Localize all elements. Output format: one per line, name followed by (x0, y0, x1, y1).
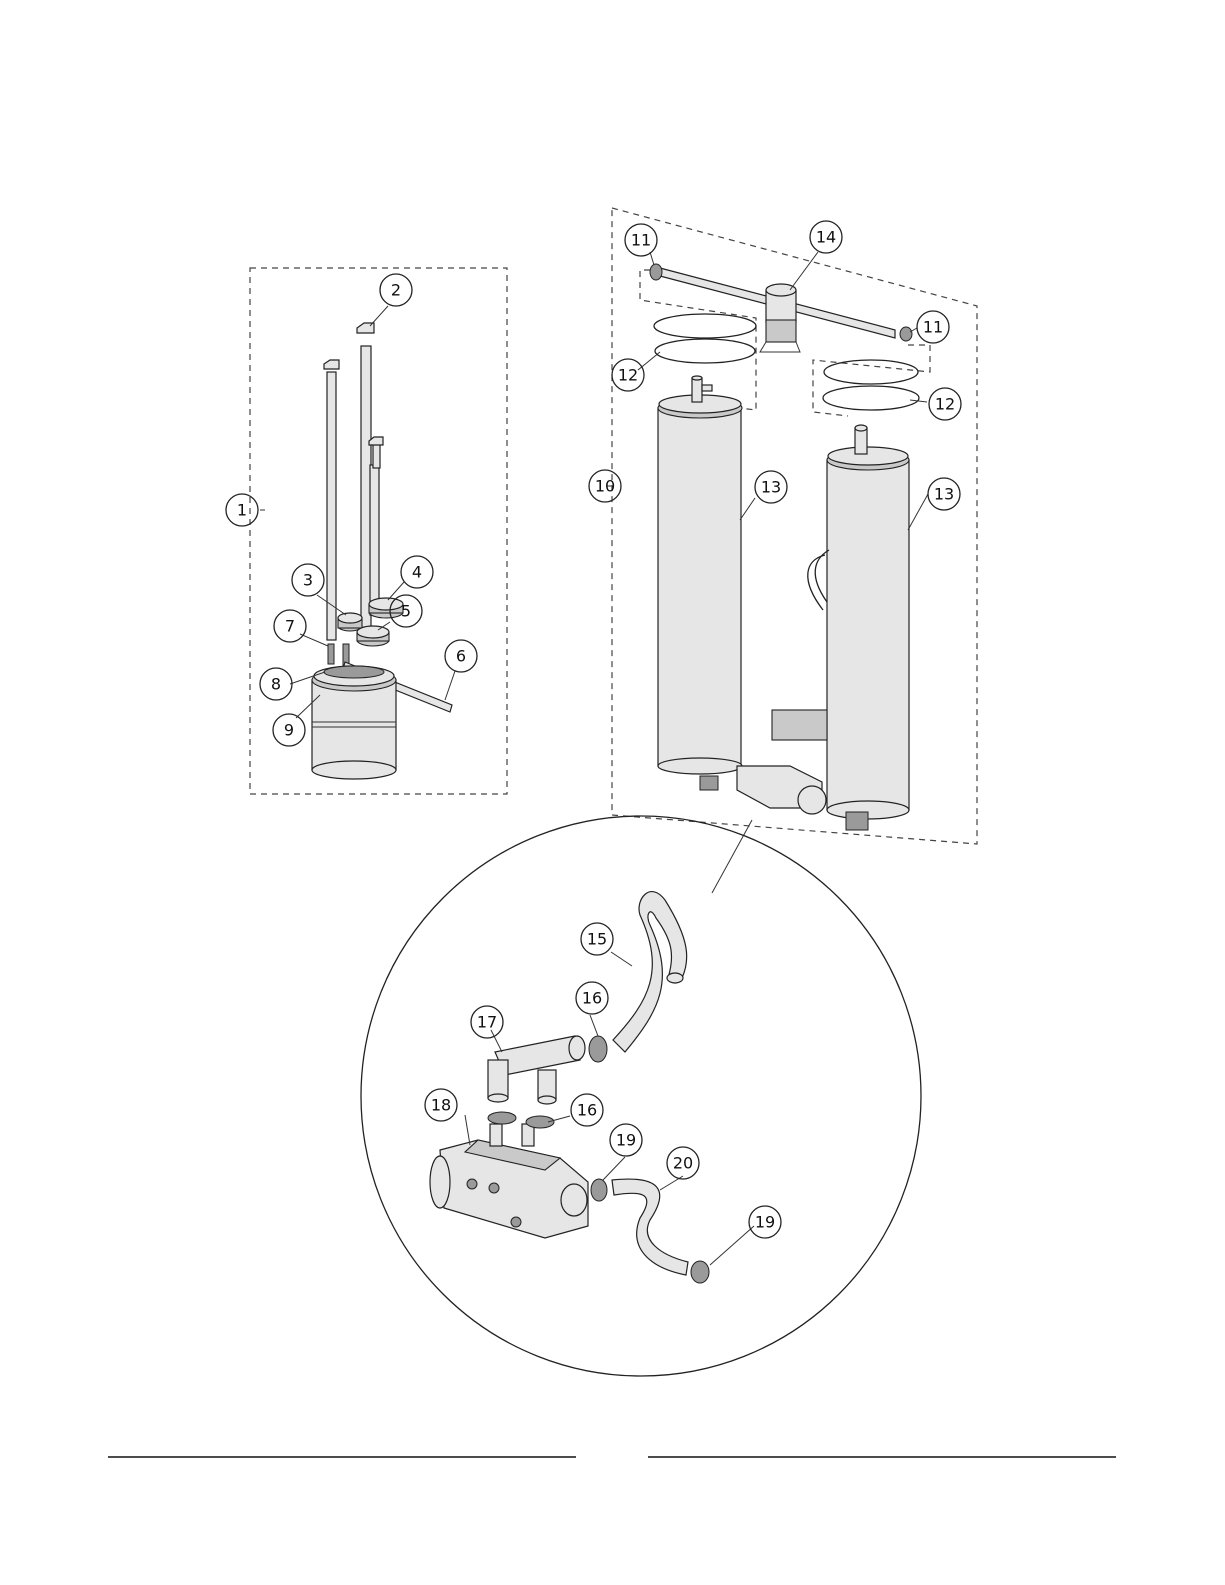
callout-19-upper: 19 (610, 1124, 642, 1156)
callout-11-right: 11 (917, 311, 949, 343)
svg-text:17: 17 (477, 1013, 497, 1032)
callout-20: 20 (667, 1147, 699, 1179)
canister-9 (312, 666, 396, 779)
callout-6: 6 (445, 640, 477, 672)
svg-text:14: 14 (816, 228, 836, 247)
hose-15 (613, 892, 687, 1052)
svg-text:16: 16 (577, 1101, 597, 1120)
callout-16-upper: 16 (576, 982, 608, 1014)
callout-13-right: 13 (928, 478, 960, 510)
hose-20 (612, 1179, 688, 1275)
callout-12-left: 12 (612, 359, 644, 391)
svg-text:10: 10 (595, 477, 615, 496)
svg-text:12: 12 (935, 395, 955, 414)
callout-11-left: 11 (625, 224, 657, 256)
callout-15: 15 (581, 923, 613, 955)
cylinder-13-right (827, 425, 909, 819)
callout-9: 9 (273, 714, 305, 746)
svg-text:13: 13 (761, 478, 781, 497)
svg-text:16: 16 (582, 989, 602, 1008)
sieve-rods (324, 323, 383, 640)
svg-text:9: 9 (284, 721, 294, 740)
callout-1: 1 (226, 494, 258, 526)
svg-text:12: 12 (618, 366, 638, 385)
svg-text:18: 18 (431, 1096, 451, 1115)
svg-text:8: 8 (271, 675, 281, 694)
svg-text:3: 3 (303, 571, 313, 590)
callout-8: 8 (260, 668, 292, 700)
svg-text:19: 19 (755, 1213, 775, 1232)
callout-17: 17 (471, 1006, 503, 1038)
svg-text:11: 11 (631, 231, 651, 250)
callout-16-lower: 16 (571, 1094, 603, 1126)
callout-18: 18 (425, 1089, 457, 1121)
callout-3: 3 (292, 564, 324, 596)
manifold-18 (430, 1124, 588, 1238)
svg-text:13: 13 (934, 485, 954, 504)
bracket-right (813, 345, 930, 416)
svg-text:4: 4 (412, 563, 422, 582)
callout-14: 14 (810, 221, 842, 253)
callout-7: 7 (274, 610, 306, 642)
callout-12-right: 12 (929, 388, 961, 420)
svg-text:6: 6 (456, 647, 466, 666)
group-10-assembly (612, 208, 977, 844)
callout-2: 2 (380, 274, 412, 306)
callout-4: 4 (401, 556, 433, 588)
group-1-assembly (250, 268, 507, 794)
elbow-17 (488, 1036, 585, 1104)
svg-text:15: 15 (587, 930, 607, 949)
cylinder-13-left (658, 376, 742, 774)
svg-text:2: 2 (391, 281, 401, 300)
svg-text:11: 11 (923, 318, 943, 337)
svg-text:19: 19 (616, 1131, 636, 1150)
callout-13-left: 13 (755, 471, 787, 503)
clamp-16-a (488, 1112, 516, 1124)
svg-text:20: 20 (673, 1154, 693, 1173)
clamp-19-lower (691, 1261, 709, 1283)
svg-text:5: 5 (401, 602, 411, 621)
svg-text:1: 1 (237, 501, 247, 520)
callout-10: 10 (589, 470, 621, 502)
clamp-19-upper (591, 1179, 607, 1201)
clamp-16-upper (589, 1036, 607, 1062)
callout-19-lower: 19 (749, 1206, 781, 1238)
svg-text:7: 7 (285, 617, 295, 636)
